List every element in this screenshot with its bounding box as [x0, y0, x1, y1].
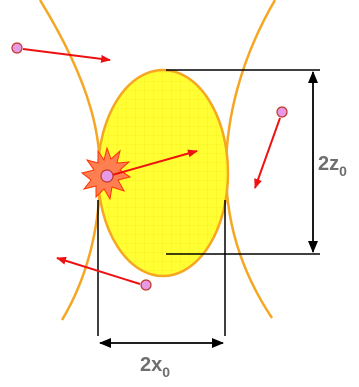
- molecule-arrow-right: [254, 117, 281, 189]
- excited-molecule-dot: [100, 169, 114, 183]
- width-label: 2x0: [140, 354, 170, 380]
- molecule-dot: [276, 106, 288, 118]
- molecule-dot: [11, 42, 23, 54]
- molecule-arrow-top-left: [22, 48, 111, 63]
- beam-left-boundary: [38, 0, 102, 321]
- molecule-dot: [140, 279, 152, 291]
- molecule-arrow-bottom-left: [56, 256, 141, 285]
- height-label: 2z0: [318, 153, 347, 179]
- beam-right-boundary: [224, 0, 277, 319]
- excited-molecule-arrow: [111, 149, 198, 176]
